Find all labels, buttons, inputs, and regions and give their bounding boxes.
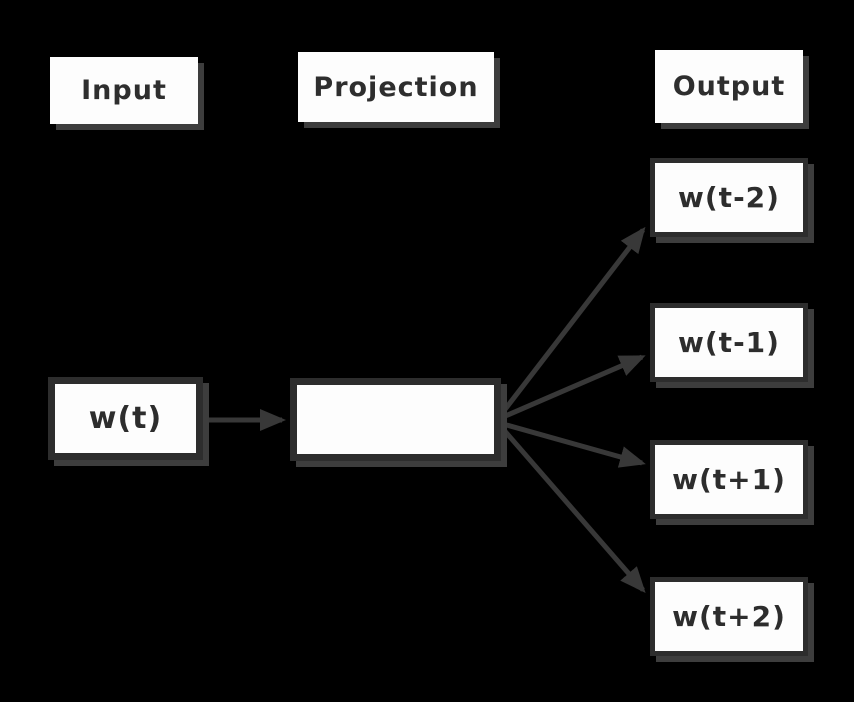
header-input-label: Input xyxy=(81,75,167,106)
header-projection: Projection xyxy=(298,52,494,122)
node-output-wt-minus-2: w(t-2) xyxy=(650,158,808,237)
node-projection xyxy=(290,378,501,461)
node-output-wt-plus-2: w(t+2) xyxy=(650,577,808,656)
node-input-wt: w(t) xyxy=(48,377,203,460)
node-output-wt-plus-1: w(t+1) xyxy=(650,440,808,519)
node-output-wt-minus-2-label: w(t-2) xyxy=(678,181,780,214)
header-input: Input xyxy=(50,57,198,124)
node-output-wt-minus-1-label: w(t-1) xyxy=(678,326,780,359)
node-output-wt-minus-1: w(t-1) xyxy=(650,303,808,382)
node-input-wt-label: w(t) xyxy=(88,401,163,436)
node-output-wt-plus-1-label: w(t+1) xyxy=(672,463,786,496)
arrow-projection-to-wt-minus-1 xyxy=(502,354,646,420)
arrow-projection-to-wt-plus-1 xyxy=(502,421,646,468)
header-output-label: Output xyxy=(672,71,786,102)
arrow-projection-to-wt-plus-2 xyxy=(501,427,646,594)
node-output-wt-plus-2-label: w(t+2) xyxy=(672,600,786,633)
arrow-projection-to-wt-minus-2 xyxy=(501,226,646,414)
header-output: Output xyxy=(655,50,803,123)
header-projection-label: Projection xyxy=(313,71,479,103)
